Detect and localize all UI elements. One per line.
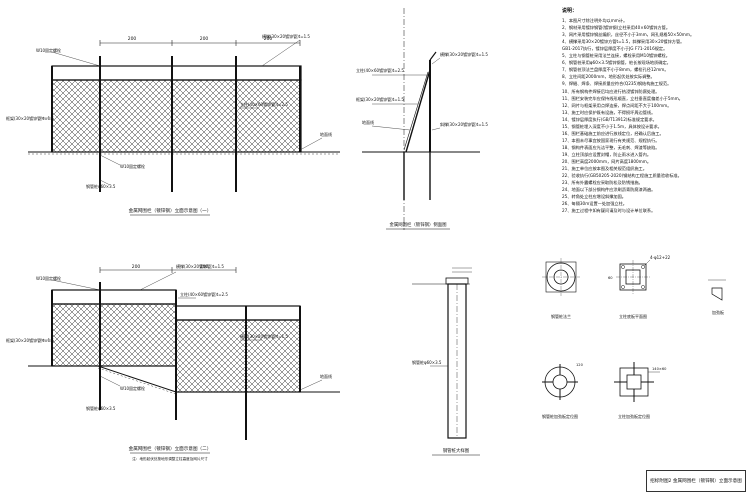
note-line: 18、钢构件表面应光洁平整，无毛刺、焊渣等缺陷。 <box>562 144 660 150</box>
detail-stiffener: 加劲板 <box>708 279 726 315</box>
notes-title: 说明： <box>562 8 578 14</box>
elevation-2: 200 200 W10固定螺栓 横撑(30×20镀锌管)t=1.5 <box>6 263 340 461</box>
elev2-label-left-frame: 框架(30×20镀锌管)t=1.5 <box>6 337 54 343</box>
elev2-label-rail-top: 横撑(30×20镀锌管)t=1.5 <box>176 263 224 269</box>
elev1-label-post: 立柱(40×60镀锌管)t=2.5 <box>240 101 288 107</box>
elev2-ground-line <box>28 365 340 393</box>
detail-dim-c: 120 <box>576 363 584 367</box>
elevation-1-dimension <box>99 40 301 46</box>
detail-dim-d: 140×60 <box>652 367 667 371</box>
elev2-mesh-right <box>175 319 301 393</box>
detail-dim-b: 60 <box>608 276 613 280</box>
detail-3-caption: 钢管桩加劲板定位图 <box>542 413 578 419</box>
section-label-5: 地面线 <box>362 119 374 125</box>
detail-pile-stiffener: 120 钢管桩加劲板定位图 <box>542 363 584 419</box>
note-line: 2、钢材采用镀锌钢管(镀锌钢)立柱采用40×60镀锌方管。 <box>562 25 671 31</box>
elev2-caption: 金属网围栏（镀锌钢）立面示意图（二） <box>129 445 212 452</box>
detail-dim-a: 4-φ12+22 <box>650 255 671 260</box>
elev1-label-top-left: W10固定螺栓 <box>36 47 61 53</box>
elev1-label-left-frame: 框架(30×20镀锌管)t=1.5 <box>6 115 54 121</box>
note-line: 26、每隔30m设置一处加强立柱。 <box>562 201 627 207</box>
detail-post-stiffener: 140×60 立柱加劲板定位图 <box>614 362 667 419</box>
elev2-top-rail-right <box>175 305 301 321</box>
elev1-label-ground: 地面线 <box>320 131 332 137</box>
elev2-mesh-left <box>51 303 177 367</box>
note-line: GB1-2017执行，镀锌层厚度不小于JG F71-2016规定。 <box>562 46 668 52</box>
elev1-caption: 金属网围栏（镀锌钢）立面示意图（一） <box>129 207 212 214</box>
note-line: 16、围栏基础施工前应进行放线定位，经确认后施工。 <box>562 130 664 136</box>
pile-detail: 钢管桩φ60×3.5 钢管桩大样图 <box>412 267 480 456</box>
note-line: 8、立柱间距2000mm，地形起伏处按实际调整。 <box>562 74 655 80</box>
note-line: 1、本图尺寸除注明外均以mm计。 <box>562 18 628 24</box>
note-line: 9、焊缝、焊条、焊接质量应符合(Q235)钢结构施工规范。 <box>562 81 672 87</box>
detail-2-caption: 立柱底板平面图 <box>619 313 647 319</box>
note-line: 11、围栏安装完毕应保持线形顺直，立柱垂直度偏差小于5mm。 <box>562 95 683 101</box>
pile-label: 钢管桩φ60×3.5 <box>412 359 442 365</box>
sheet-title: 招标附图2 金属网围栏（镀锌钢）立面示意图 <box>650 479 742 484</box>
elev1-label-bolt: W10固定螺栓 <box>120 163 145 169</box>
notes-list: 1、本图尺寸除注明外均以mm计。2、钢材采用镀锌钢管(镀锌钢)立柱采用40×60… <box>562 17 742 214</box>
elev2-dim-1: 200 <box>132 264 141 270</box>
elev2-label-base: 钢管桩φ60×3.5 <box>86 405 116 411</box>
elev1-label-rail-top: 横撑(30×20镀锌管)t=1.5 <box>262 33 310 39</box>
elev1-label-base: 钢管桩φ60×3.5 <box>86 183 116 189</box>
elev1-dim-2: 200 <box>200 36 209 42</box>
section-label-2: 立柱(40×60镀锌管)t=2.5 <box>356 67 404 73</box>
note-line: 13、施工时应保护既有设施，不得损坏周边管线。 <box>562 109 656 115</box>
pile-flange <box>445 277 469 285</box>
elev1-dim-3: 200 <box>264 36 273 42</box>
elev2-label-mid-rail: 横撑(30×20镀锌管)t=1.5 <box>240 333 288 339</box>
note-line: 17、本图未尽事宜按国家现行有关规范、规程执行。 <box>562 137 660 143</box>
elev2-label-top-left: W10固定螺栓 <box>36 275 61 281</box>
note-line: 4、横撑采用30×20镀锌方管t=1.5，斜撑采用30×20镀锌方管。 <box>562 39 685 45</box>
note-line: 10、所有钢构件焊接后均应进行热浸镀锌防腐处理。 <box>562 88 660 94</box>
title-block: 招标附图2 金属网围栏（镀锌钢）立面示意图 <box>646 470 746 492</box>
elev2-subcaption: 注：地形起伏处按地形调整立柱高度及网片尺寸 <box>132 456 208 461</box>
detail-flange-plan: 钢管桩法兰 <box>542 258 580 319</box>
elev2-label-post: 立柱(40×60镀锌管)t=2.5 <box>180 291 228 297</box>
note-line: 24、地面以下部分钢构件应涂刷沥青防腐漆两遍。 <box>562 187 656 193</box>
elev2-dim-2: 200 <box>200 264 209 270</box>
section-view: 横撑(30×20镀锌管)t=1.5 立柱(40×60镀锌管)t=2.5 框架(3… <box>356 8 488 230</box>
note-line: 5、立柱与钢管桩采用法兰连接，螺栓采用M10镀锌螺栓。 <box>562 53 670 59</box>
note-line: 20、围栏高度2000mm，网片高度1800mm。 <box>562 158 652 164</box>
note-line: 7、钢管桩顶法兰盘厚度不小于8mm，螺栓孔径12mm。 <box>562 67 669 73</box>
note-line: 3、网片采用镀锌钢丝编织，丝径不小于3mm，网孔规格50×50mm。 <box>562 32 695 38</box>
section-label-1: 横撑(30×20镀锌管)t=1.5 <box>440 51 488 57</box>
note-line: 25、转角处立柱应增设斜撑加固。 <box>562 194 626 200</box>
elev2-label-ground: 地面线 <box>320 373 332 379</box>
elev1-posts <box>99 56 301 192</box>
section-brace <box>405 69 431 153</box>
elev2-top-rail-left <box>51 289 177 305</box>
section-label-4: 斜撑(30×20镀锌管)t=1.5 <box>440 121 488 127</box>
note-line: 19、立柱顶部应设置封帽，防止雨水进入管内。 <box>562 151 652 157</box>
note-line: 23、所有外露螺栓应采取防松及防锈措施。 <box>562 180 643 186</box>
note-line: 14、镀锌层厚度执行(GB/T13912)标准规定要求。 <box>562 116 657 122</box>
elev1-mesh-panel <box>51 79 302 153</box>
pile-caption: 钢管桩大样图 <box>443 447 470 454</box>
section-label-3: 框架(30×20镀锌管)t=1.5 <box>356 96 404 102</box>
note-line: 22、验收执行(GB50205-2020)钢结构工程施工质量验收标准。 <box>562 173 682 179</box>
detail-post-baseplate: 4-φ12+22 60 立柱底板平面图 <box>608 255 671 319</box>
elev2-label-bolt: W10固定螺栓 <box>120 385 145 391</box>
elev1-top-rail <box>51 65 302 81</box>
note-line: 12、网片与框架采用点焊连接，焊点间距不大于100mm。 <box>562 102 672 108</box>
note-line: 27、施工过程中如有疑问请及时与设计单位联系。 <box>562 208 656 214</box>
note-line: 21、施工单位应按本图及相关规范组织施工。 <box>562 166 647 172</box>
detail-1-caption: 钢管桩法兰 <box>551 313 571 319</box>
note-line: 6、钢管桩采用φ60×3.5镀锌钢管，桩长按现场地质确定。 <box>562 60 671 66</box>
section-caption: 金属网围栏（镀锌钢）侧面图 <box>389 221 447 228</box>
elev1-dim-1: 200 <box>128 36 137 42</box>
note-line: 15、钢管桩埋入深度不小于1.5m，具体按设计要求。 <box>562 123 662 129</box>
elevation-1: 200 200 200 W10固定螺栓 横撑(30×20镀锌管)t=1 <box>6 33 340 216</box>
detail-4-caption: 立柱加劲板定位图 <box>618 413 650 419</box>
general-notes: 说明： 1、本图尺寸除注明外均以mm计。2、钢材采用镀锌钢管(镀锌钢)立柱采用4… <box>562 8 742 214</box>
detail-5-caption: 加劲板 <box>712 309 724 315</box>
